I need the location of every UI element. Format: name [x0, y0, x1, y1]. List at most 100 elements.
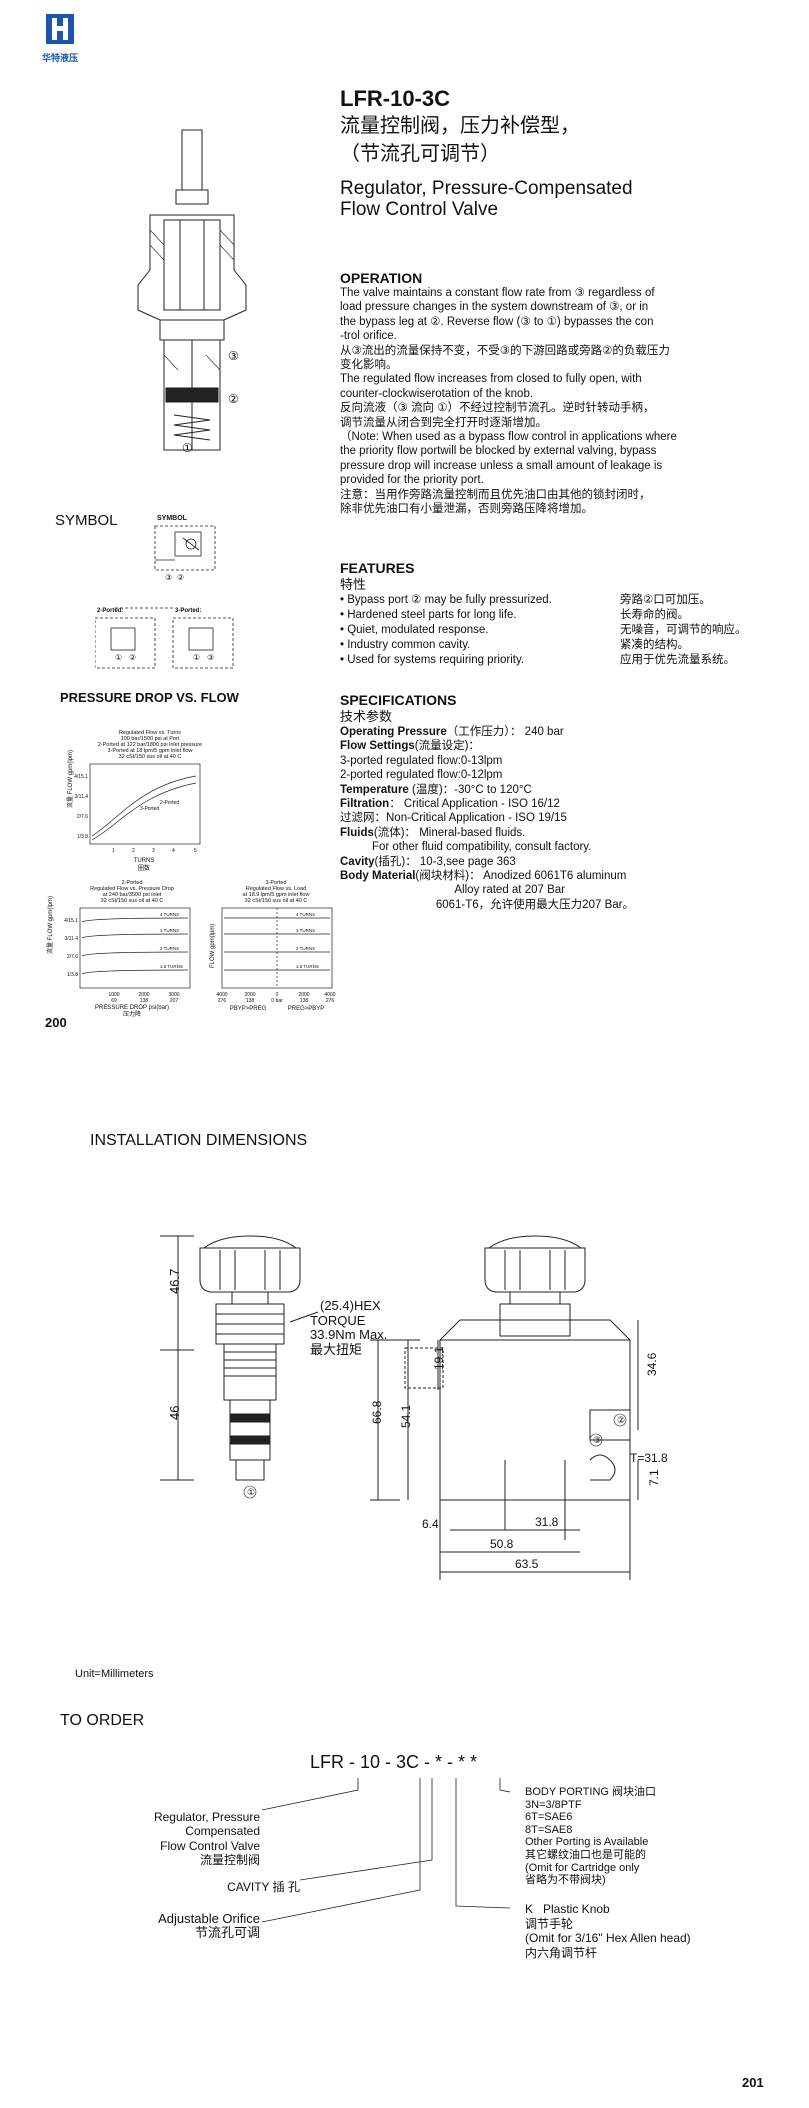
- dim-torque: TORQUE: [310, 1313, 366, 1328]
- features-section: FEATURES 特性 • Bypass port ② may be fully…: [340, 560, 800, 668]
- dim-hex: (25.4)HEX: [320, 1298, 381, 1313]
- product-title-cn: 流量控制阀，压力补偿型，: [340, 115, 580, 137]
- feature-item: • Used for systems requiring priority.应用…: [340, 654, 735, 666]
- logo-mark-icon: [46, 14, 74, 44]
- svg-text:at 240 bar/3500 psi inlet: at 240 bar/3500 psi inlet: [103, 892, 162, 898]
- operation-section: OPERATION The valve maintains a constant…: [340, 270, 800, 517]
- op-line: 反向流液（③ 流向 ①）不经过控制节流孔。逆时针转动手柄，: [340, 402, 655, 415]
- svg-text:圈数: 圈数: [138, 864, 150, 872]
- product-title-cn-2: （节流孔可调节）: [340, 143, 500, 165]
- svg-text:3: 3: [152, 848, 155, 854]
- svg-text:2-Ported: 2-Ported: [160, 800, 179, 806]
- spec-line: Operating Pressure（工作压力）： 240 bar: [340, 726, 564, 738]
- svg-text:3000: 3000: [168, 992, 179, 998]
- spec-line: 过滤网：Non-Critical Application - ISO 19/15: [340, 812, 567, 825]
- dim-7-1: 7.1: [647, 1469, 661, 1486]
- svg-text:Regulated Flow vs. Pressure Dr: Regulated Flow vs. Pressure Drop: [90, 886, 174, 892]
- valve-section-drawing: ③ ② ①: [137, 129, 247, 455]
- dim-63-5: 63.5: [515, 1557, 539, 1571]
- svg-text:32 cSt/150 sus oil at 40 C: 32 cSt/150 sus oil at 40 C: [119, 754, 182, 760]
- svg-text:2: 2: [132, 848, 135, 854]
- spec-heading-cn: 技术参数: [340, 709, 393, 724]
- spec-line: 3-ported regulated flow:0-13lpm: [340, 754, 503, 767]
- symbol-2p-port1: ①: [115, 653, 122, 662]
- installation-drawing: ① ② ③ 46.7 46 (25.4)HEX TORQUE 33.9Nm Ma…: [160, 1235, 668, 1580]
- svg-text:2000: 2000: [138, 992, 149, 998]
- svg-text:138: 138: [300, 998, 309, 1004]
- op-line: 变化影响。: [340, 359, 398, 372]
- op-line: load pressure changes in the system down…: [340, 301, 649, 314]
- symbol-2ported: 2-Ported:: [97, 608, 123, 614]
- dim-6-4: 6.4: [422, 1517, 439, 1531]
- svg-text:2 TURNS: 2 TURNS: [296, 946, 315, 951]
- installation-heading: INSTALLATION DIMENSIONS: [90, 1132, 308, 1149]
- svg-text:压力降: 压力降: [123, 1010, 141, 1018]
- order-desc-valve: Regulator, Pressure Compensated Flow Con…: [153, 1810, 260, 1868]
- spec-line: For other fluid compatibility, consult f…: [340, 841, 592, 854]
- svg-text:4: 4: [172, 848, 175, 854]
- op-line: 调节流量从闭合到完全打开时逐渐增加。: [340, 416, 547, 429]
- svg-text:3 TURNS: 3 TURNS: [160, 928, 179, 933]
- svg-text:69: 69: [111, 998, 117, 1004]
- brand-logo: 华特液压: [30, 12, 90, 63]
- port1-label: ①: [182, 441, 193, 455]
- op-line: -trol orifice.: [340, 330, 397, 343]
- product-code: LFR-10-3C: [340, 86, 451, 111]
- symbol-label: SYMBOL: [157, 515, 188, 522]
- svg-text:4/15.1: 4/15.1: [64, 918, 78, 924]
- logo-text: 华特液压: [41, 53, 78, 63]
- dim-t-31-8: T=31.8: [630, 1451, 668, 1465]
- symbol-3ported: 3-Ported:: [175, 608, 201, 614]
- spec-line: 2-ported regulated flow:0-12lpm: [340, 769, 503, 782]
- dim-46: 46: [167, 1406, 182, 1420]
- svg-text:32 cSt/150 sus oil at 40 C: 32 cSt/150 sus oil at 40 C: [245, 898, 308, 904]
- spec-line: Fluids(流体)： Mineral-based fluids.: [340, 826, 526, 839]
- op-line: 注意：当用作旁路流量控制而且优先油口由其他的锁封闭时，: [340, 488, 651, 501]
- chart-flow-vs-pressure-drop: 2-Ported Regulated Flow vs. Pressure Dro…: [46, 880, 191, 1018]
- order-desc-cavity: CAVITY 插 孔: [227, 1880, 300, 1894]
- dim-19-1: 19.1: [432, 1346, 446, 1370]
- op-line: counter-clockwiserotation of the knob.: [340, 387, 534, 400]
- spec-line: Body Material(阀块材料)： Anodized 6061T6 alu…: [340, 870, 627, 883]
- dim-31-8: 31.8: [535, 1515, 559, 1529]
- order-desc-orifice: Adjustable Orifice 节流孔可调: [158, 1911, 260, 1941]
- svg-text:PREG>PBYP: PREG>PBYP: [288, 1006, 325, 1012]
- op-line: 除非优先油口有小量泄漏，否则旁路压降将增加。: [340, 503, 593, 516]
- features-heading: FEATURES: [340, 560, 415, 576]
- svg-text:4000: 4000: [216, 992, 227, 998]
- svg-text:3 TURNS: 3 TURNS: [296, 928, 315, 933]
- dim-54-1: 54.1: [399, 1404, 413, 1428]
- dim-34-6: 34.6: [645, 1352, 659, 1376]
- order-heading: TO ORDER: [60, 1712, 145, 1729]
- feature-item: • Industry common cavity.紧凑的结构。: [340, 639, 689, 651]
- svg-text:1/3.8: 1/3.8: [77, 834, 88, 840]
- svg-text:276: 276: [326, 998, 335, 1004]
- features-heading-cn: 特性: [340, 577, 367, 592]
- dim-50-8: 50.8: [490, 1537, 514, 1551]
- symbol-2p-port2: ②: [129, 653, 136, 662]
- svg-text:3-Ported: 3-Ported: [140, 806, 159, 812]
- svg-text:5: 5: [194, 848, 197, 854]
- pressure-drop-heading: PRESSURE DROP VS. FLOW: [60, 690, 239, 705]
- svg-text:4/15.1: 4/15.1: [74, 774, 88, 780]
- svg-text:138: 138: [140, 998, 149, 1004]
- svg-text:2 TURNS: 2 TURNS: [160, 946, 179, 951]
- product-title-en-2: Flow Control Valve: [340, 199, 499, 220]
- order-knob: K Plastic Knob 调节手轮 (Omit for 3/16" Hex …: [525, 1902, 691, 1960]
- spec-line: Flow Settings(流量设定)：: [340, 740, 480, 753]
- chart-flow-vs-load: 3-Ported Regulated Flow vs. Load at 18.9…: [210, 880, 336, 1012]
- unit-note: Unit=Millimeters: [75, 1668, 154, 1680]
- spec-line: 6061-T6，允许使用最大压力207 Bar。: [340, 898, 634, 911]
- svg-text:207: 207: [170, 998, 179, 1004]
- op-line: The valve maintains a constant flow rate…: [340, 287, 655, 299]
- op-line: The regulated flow increases from closed…: [340, 373, 642, 386]
- feature-item: • Quiet, modulated response.无噪音，可调节的响应。: [340, 624, 747, 636]
- chart-flow-vs-turns: Regulated Flow vs. Turns 100 bar/1500 ps…: [66, 730, 202, 872]
- svg-text:2000: 2000: [298, 992, 309, 998]
- svg-text:PRESSURE DROP psi(bar): PRESSURE DROP psi(bar): [95, 1005, 169, 1011]
- svg-text:TURNS: TURNS: [134, 858, 155, 864]
- order-body-porting: BODY PORTING 阀块油口 3N=3/8PTF 6T=SAE6 8T=S…: [525, 1786, 657, 1887]
- svg-text:3/11.4: 3/11.4: [74, 794, 88, 800]
- svg-text:0: 0: [276, 992, 279, 998]
- svg-text:Regulated Flow vs. Turns: Regulated Flow vs. Turns: [119, 730, 181, 736]
